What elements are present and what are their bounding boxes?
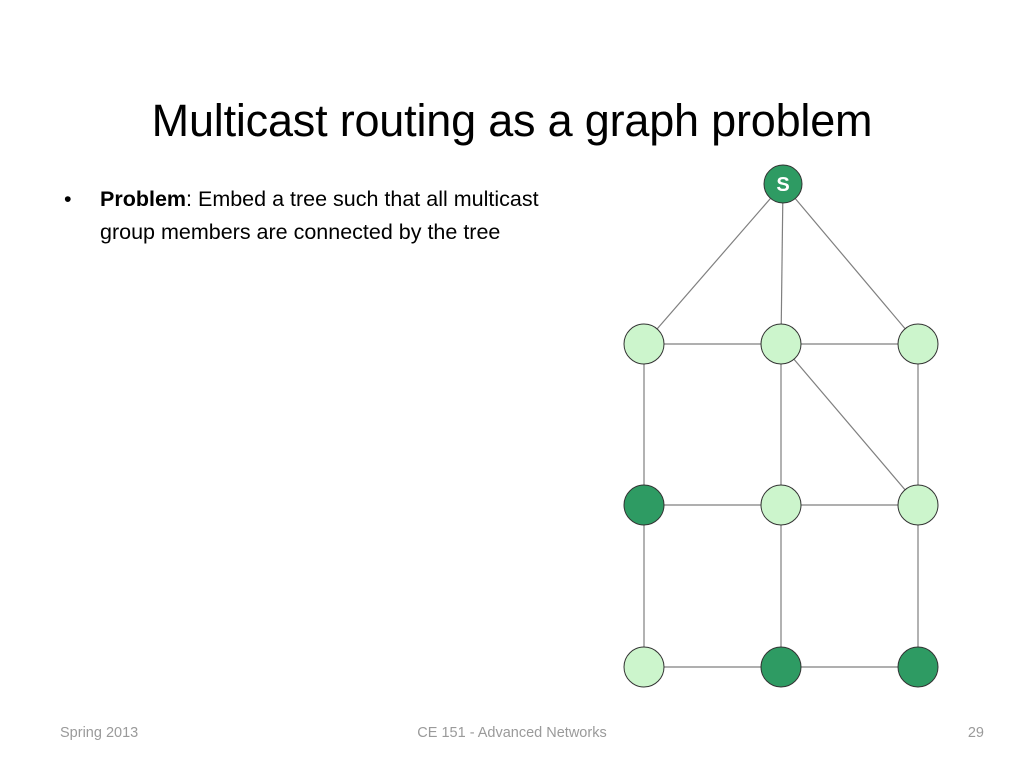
graph-edge-S-n13 xyxy=(782,183,919,345)
graph-node-n33[interactable] xyxy=(897,646,939,688)
page-title: Multicast routing as a graph problem xyxy=(151,95,873,147)
graph-edge-S-n12 xyxy=(780,183,784,345)
footer-page-number: 29 xyxy=(967,725,984,741)
footer-course-title: CE 151 - Advanced Networks xyxy=(417,725,607,741)
graph-node-n13[interactable] xyxy=(897,323,939,365)
graph-node-n23[interactable] xyxy=(897,484,939,526)
bullet-item-problem: • Problem: Embed a tree such that all mu… xyxy=(56,183,556,249)
multicast-graph-figure: S xyxy=(600,150,970,710)
bullet-marker-icon: • xyxy=(64,187,72,211)
graph-node-label-S: S xyxy=(776,174,789,196)
bullet-text: Problem: Embed a tree such that all mult… xyxy=(100,187,539,244)
graph-edge-layer xyxy=(643,183,919,668)
graph-node-S[interactable] xyxy=(763,164,803,204)
graph-edge-S-n11 xyxy=(643,183,784,345)
footer-date: Spring 2013 xyxy=(60,725,139,741)
graph-node-layer: S xyxy=(623,164,939,688)
body-content: • Problem: Embed a tree such that all mu… xyxy=(56,183,556,249)
graph-node-n22[interactable] xyxy=(760,484,802,526)
graph-node-n31[interactable] xyxy=(623,646,665,688)
graph-svg: S xyxy=(623,164,939,688)
bullet-lead-label: Problem xyxy=(100,187,187,211)
graph-node-n21[interactable] xyxy=(623,484,665,526)
graph-node-n11[interactable] xyxy=(623,323,665,365)
graph-node-n12[interactable] xyxy=(760,323,802,365)
bullet-body-text: : Embed a tree such that all multicast g… xyxy=(100,187,539,244)
graph-node-n32[interactable] xyxy=(760,646,802,688)
graph-edge-n12-n23 xyxy=(780,343,919,506)
